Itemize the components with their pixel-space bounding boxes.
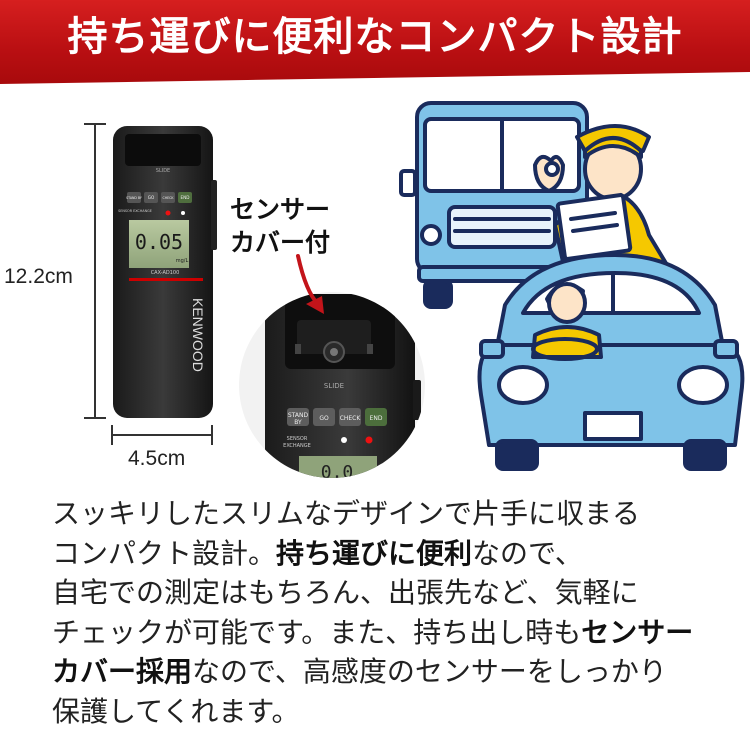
- sensor-exchange-label: SENSOR EXCHANGE: [118, 209, 152, 213]
- display-unit: mg/L: [176, 258, 189, 264]
- description-line-6-text: 保護してくれます。: [52, 694, 300, 728]
- description-line-5: カバー採用なので、高感度のセンサーをしっかり: [52, 652, 742, 692]
- description-line-2b-bold: 持ち運びに便利: [276, 536, 473, 570]
- height-dimension-label: 12.2cm: [4, 265, 73, 288]
- device-button-label: GO: [148, 195, 155, 200]
- description-line-3-text: 自宅での測定はもちろん、出張先など、気軽に: [52, 576, 639, 609]
- svg-text:SENSOR: SENSOR: [287, 436, 308, 442]
- description-line-2a: コンパクト設計。: [52, 536, 277, 570]
- device-button-label: STAND BY: [126, 196, 142, 200]
- svg-text:SLIDE: SLIDE: [324, 382, 344, 390]
- description-line-1-text: スッキリしたスリムなデザインで片手に収まる: [52, 497, 641, 530]
- description-line-5b: なので、高感度のセンサーをしっかり: [192, 655, 667, 688]
- width-dimension-label: 4.5cm: [128, 447, 186, 470]
- description-line-4b-bold: センサー: [581, 615, 694, 649]
- description-line-2: コンパクト設計。持ち運びに便利なので、: [52, 534, 742, 574]
- description-line-2c: なので、: [472, 536, 583, 570]
- svg-text:END: END: [370, 415, 383, 422]
- device-button-label: CHECK: [163, 196, 175, 200]
- device-button-label: END: [180, 195, 189, 200]
- description-line-6: 保護してくれます。: [52, 692, 742, 732]
- description-line-5a-bold: カバー採用: [52, 655, 193, 688]
- description-line-3: 自宅での測定はもちろん、出張先など、気軽に: [52, 573, 742, 613]
- sensor-cover-callout: センサー カバー付: [230, 193, 390, 259]
- svg-text:STAND: STAND: [288, 412, 309, 419]
- header-banner: [0, 0, 750, 84]
- description-line-4a: チェックが可能です。また、持ち出し時も: [52, 615, 582, 649]
- svg-text:0.0: 0.0: [321, 462, 354, 480]
- truck-and-car-drivers-illustration: [399, 101, 745, 471]
- description-line-1: スッキリしたスリムなデザインで片手に収まる: [52, 494, 742, 534]
- model-label: CAX-AD100: [151, 270, 180, 276]
- description-text: スッキリしたスリムなデザインで片手に収まる コンパクト設計。持ち運びに便利なので…: [52, 494, 742, 731]
- svg-text:BY: BY: [294, 419, 302, 426]
- svg-text:CHECK: CHECK: [340, 415, 362, 422]
- callout-arrow-icon: [296, 254, 324, 314]
- breathalyzer-device-icon: SLIDE 0.05 mg/L CAX-AD100 KENWOOD STAND …: [113, 126, 217, 418]
- svg-text:GO: GO: [319, 415, 329, 422]
- callout-line-1: センサー: [230, 195, 331, 224]
- brand-logo: KENWOOD: [190, 298, 206, 372]
- page-title: 持ち運びに便利なコンパクト設計: [67, 14, 683, 60]
- description-line-4: チェックが可能です。また、持ち出し時もセンサー: [52, 613, 742, 653]
- svg-text:EXCHANGE: EXCHANGE: [283, 443, 311, 449]
- slide-label: SLIDE: [156, 168, 170, 174]
- display-value: 0.05: [135, 230, 183, 254]
- callout-line-2: カバー付: [230, 228, 331, 257]
